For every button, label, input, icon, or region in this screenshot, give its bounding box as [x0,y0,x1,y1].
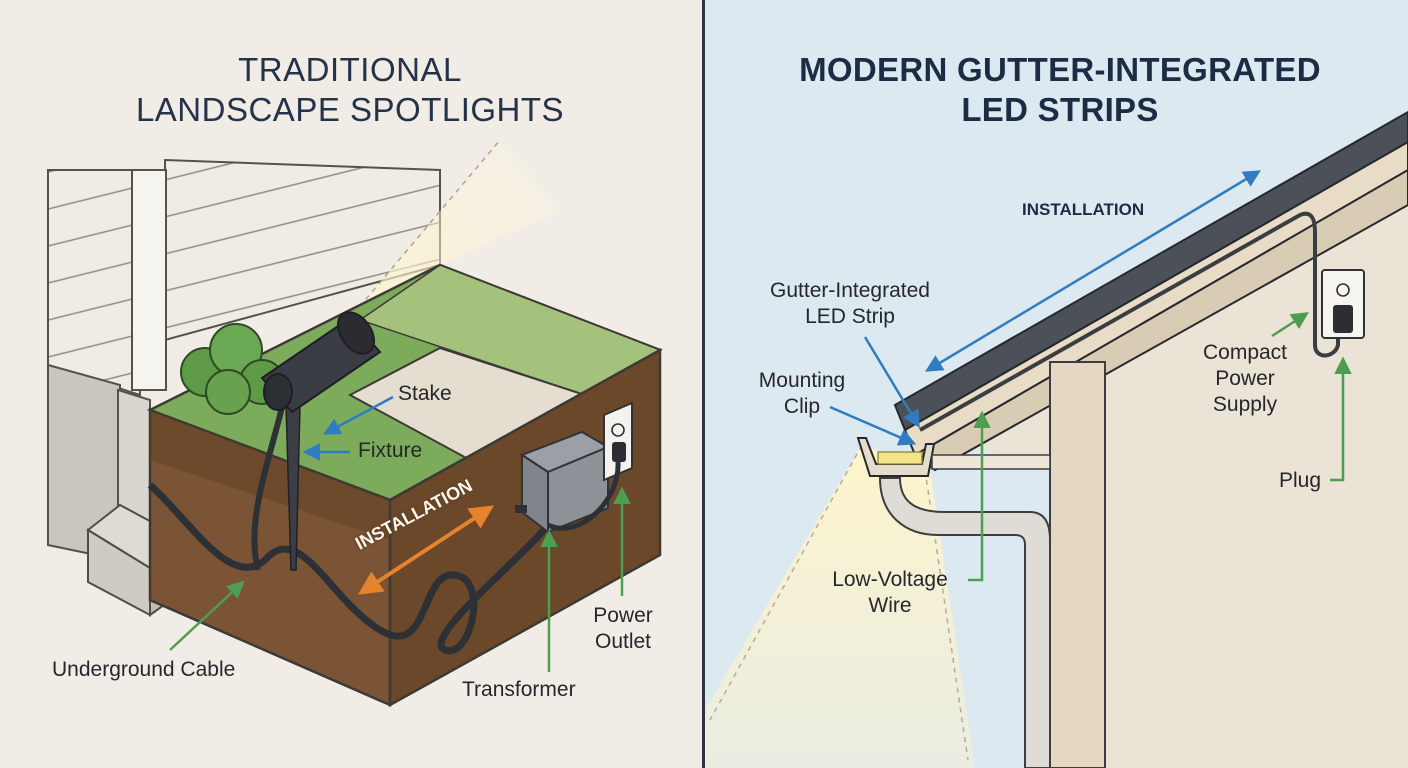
cable-arrow [169,580,245,651]
fixture-label: Fixture [358,439,423,462]
support-post [1049,361,1106,768]
right-installation-arrow [924,170,1262,372]
stake-arrow [322,395,394,435]
house-wall [47,158,441,562]
left-installation-arrow [357,505,495,595]
power-supply-label: Compact Power Supply [1180,340,1310,418]
right-title: MODERN GUTTER-INTEGRATED LED STRIPS [745,50,1375,130]
underground-cable [147,482,551,655]
compact-power-supply [1333,305,1353,333]
mounting-clip-label-line-1: Mounting [758,369,846,392]
outlet-right [1321,269,1365,339]
downspout-right [878,477,1051,768]
plug-label: Plug [1279,469,1322,492]
gutter [856,437,936,477]
wire-label-line-1: Low-Voltage [832,568,948,591]
led-strip-label-line-2: LED Strip [805,305,895,328]
fixture [260,311,382,414]
left-title-line-1: TRADITIONAL [238,51,462,88]
led-strip-arrow [863,336,920,428]
wire-arrow [968,410,991,582]
plug-arrow [1330,356,1352,482]
left-title-line-2: LANDSCAPE SPOTLIGHTS [135,91,565,128]
power-outlet-label: Power Outlet [578,603,668,655]
transformer-label: Transformer [462,678,576,701]
low-voltage-wire [919,211,1340,432]
led-strip-label: Gutter-Integrated LED Strip [745,278,955,330]
power-supply-label-line-3: Supply [1212,393,1278,416]
wire-label: Low-Voltage Wire [815,567,965,619]
mounting-clip-label: Mounting Clip [740,368,864,420]
power-supply-arrow [1271,312,1309,338]
power-supply-label-line-2: Power [1215,367,1275,390]
right-title-line-1: MODERN GUTTER-INTEGRATED [799,51,1321,88]
led-strip-label-line-1: Gutter-Integrated [770,279,930,302]
power-supply-label-line-1: Compact [1202,341,1288,364]
downspout [117,169,167,532]
panel-divider [702,0,705,768]
transformer-box [515,430,611,535]
underground-cable-label: Underground Cable [52,658,236,681]
right-installation-label: INSTALLATION [1022,200,1145,219]
right-title-line-2: LED STRIPS [961,91,1159,128]
stake-label: Stake [398,382,452,405]
mounting-clip-label-line-2: Clip [783,395,821,418]
mounting-clip-arrow [829,405,917,446]
left-title: TRADITIONAL LANDSCAPE SPOTLIGHTS [90,50,610,130]
power-outlet-label-line-2: Outlet [594,630,652,653]
power-outlet [603,401,633,482]
wire-label-line-2: Wire [868,594,912,617]
power-outlet-label-line-1: Power [593,604,653,627]
